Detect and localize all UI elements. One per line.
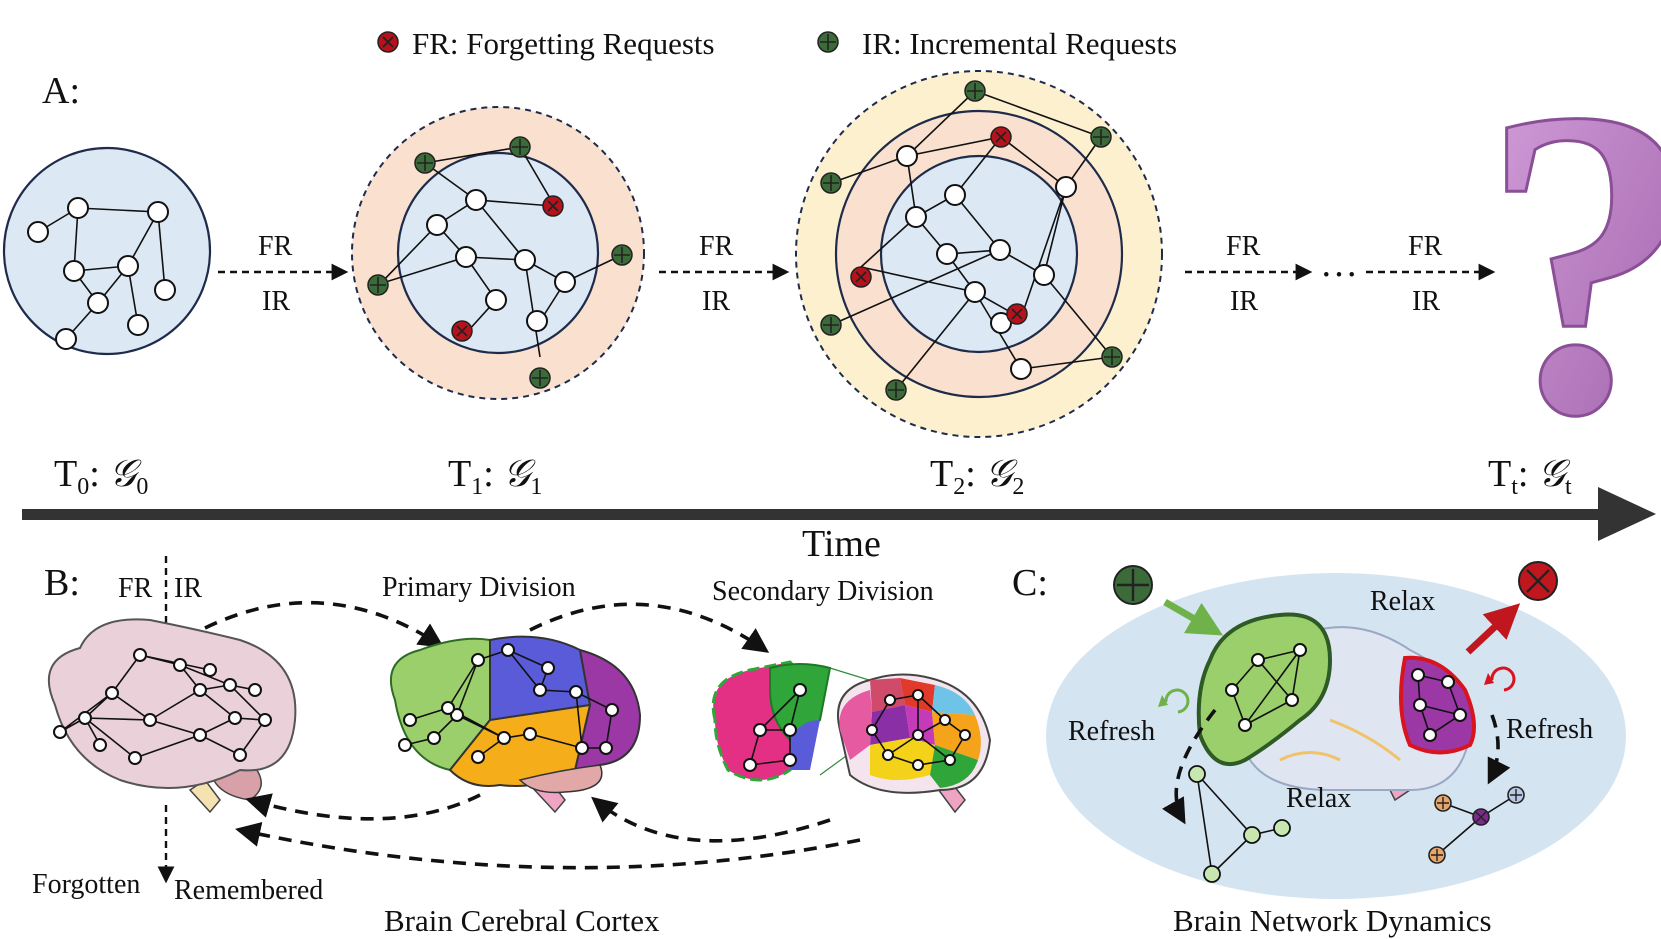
panel-b-label: B: bbox=[44, 562, 80, 604]
arrow-3-ir: IR bbox=[1230, 286, 1258, 317]
question-mark-icon: ? bbox=[1480, 19, 1661, 506]
stage-label-t: Tt: 𝒢t bbox=[1488, 453, 1572, 500]
brain-cortex-pink bbox=[47, 618, 297, 814]
graph-g1-nodes bbox=[426, 189, 576, 332]
secondary-division-label: Secondary Division bbox=[712, 576, 934, 607]
brain-primary-division bbox=[390, 635, 642, 814]
arrow-2-fr: FR bbox=[699, 231, 734, 262]
transition-arrow-3: FR IR bbox=[1185, 231, 1313, 317]
graph-g0-nodes bbox=[27, 197, 176, 350]
ellipsis: … bbox=[1320, 243, 1358, 285]
remembered-label: Remembered bbox=[174, 875, 323, 906]
graph-g2 bbox=[795, 70, 1163, 438]
forgotten-label: Forgotten bbox=[32, 869, 140, 900]
svg-text:T2: 𝒢2: T2: 𝒢2 bbox=[930, 453, 1024, 500]
panel-c-label: C: bbox=[1012, 562, 1048, 604]
brain-primary-nodes bbox=[398, 643, 619, 764]
arrow-1-fr: FR bbox=[258, 231, 293, 262]
brain-network-dynamics bbox=[1196, 612, 1476, 802]
stage-label-1: T1: 𝒢1 bbox=[448, 453, 542, 500]
remembered-subgraph bbox=[1188, 765, 1291, 883]
legend-incremental-text: IR: Incremental Requests bbox=[862, 26, 1177, 61]
arrow-4-ir: IR bbox=[1412, 286, 1440, 317]
refresh-right-label: Refresh bbox=[1506, 714, 1593, 745]
arrow-2-ir: IR bbox=[702, 286, 730, 317]
refresh-right-icon bbox=[1484, 666, 1516, 692]
svg-text:T1: 𝒢1: T1: 𝒢1 bbox=[448, 453, 542, 500]
arrow-1-ir: IR bbox=[262, 286, 290, 317]
legend-incremental: IR: Incremental Requests bbox=[817, 26, 1177, 61]
incremental-request-large bbox=[1113, 565, 1153, 605]
arrow-4-fr: FR bbox=[1408, 231, 1443, 262]
graph-g1 bbox=[351, 106, 645, 400]
panel-b-ir: IR bbox=[174, 573, 202, 604]
svg-text:Tt: 𝒢t: Tt: 𝒢t bbox=[1488, 453, 1572, 500]
brain-secondary-division bbox=[711, 660, 992, 814]
svg-text:T0: 𝒢0: T0: 𝒢0 bbox=[54, 453, 148, 500]
relax-top-label: Relax bbox=[1370, 586, 1435, 617]
transition-arrow-1: FR IR bbox=[218, 231, 349, 317]
incremental-request-icon bbox=[817, 31, 839, 53]
panel-c-caption: Brain Network Dynamics bbox=[1173, 903, 1492, 938]
forgetting-request-icon bbox=[377, 31, 399, 53]
time-axis bbox=[22, 487, 1656, 541]
relax-bottom-label: Relax bbox=[1286, 783, 1351, 814]
time-label: Time bbox=[802, 523, 881, 565]
graph-g2-nodes bbox=[896, 145, 1077, 380]
transition-arrow-2: FR IR bbox=[659, 231, 790, 317]
refresh-left-label: Refresh bbox=[1068, 716, 1155, 747]
legend-forgetting: FR: Forgetting Requests bbox=[377, 26, 715, 61]
legend-forgetting-text: FR: Forgetting Requests bbox=[412, 26, 715, 61]
stage-label-2: T2: 𝒢2 bbox=[930, 453, 1024, 500]
panel-b-fr: FR bbox=[118, 573, 153, 604]
transition-arrow-4: FR IR bbox=[1366, 231, 1496, 317]
primary-division-label: Primary Division bbox=[382, 572, 576, 603]
refresh-left-icon bbox=[1158, 688, 1190, 714]
panel-b-caption: Brain Cerebral Cortex bbox=[384, 903, 660, 938]
stage-label-0: T0: 𝒢0 bbox=[54, 453, 148, 500]
forgetting-request-large bbox=[1518, 561, 1558, 601]
graph-g0 bbox=[2, 146, 212, 356]
forgotten-subgraph bbox=[1428, 786, 1525, 864]
arrow-3-fr: FR bbox=[1226, 231, 1261, 262]
brain-pink-nodes bbox=[53, 648, 272, 765]
panel-a-label: A: bbox=[42, 70, 80, 112]
